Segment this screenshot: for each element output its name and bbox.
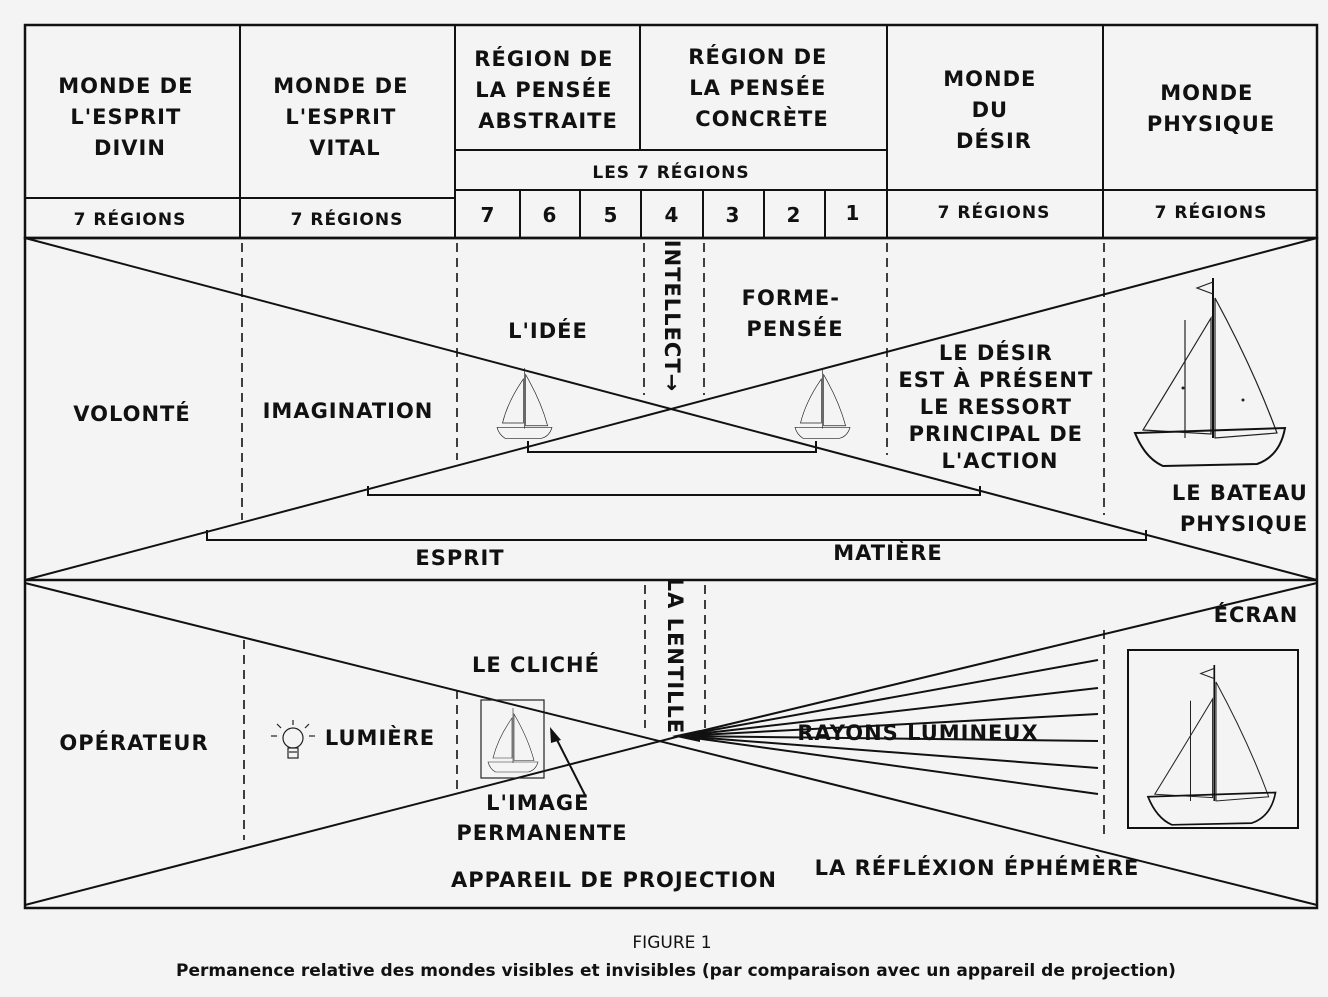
region-number-dividers [519,190,826,238]
label-esprit: ESPRIT [415,546,504,570]
label-intellect: INTELLECT→ [660,240,684,393]
slide-ship-icon [487,708,539,773]
upper-diagonal-b [24,237,1318,581]
header-col4-text: RÉGION DE LA PENSÉE CONCRÈTE [688,44,835,131]
label-reflexion: LA RÉFLÉXION ÉPHÉMÈRE [815,855,1140,880]
header-col1-text: MONDE DE L'ESPRIT DIVIN [58,74,202,160]
label-matiere: MATIÈRE [833,540,943,565]
upper-dashed-separators [241,243,1105,520]
label-lumiere: LUMIÈRE [325,725,435,750]
image-arrow [550,727,586,796]
label-cliche: LE CLICHÉ [472,652,600,677]
label-forme-pensee: FORME- PENSÉE [742,286,849,341]
label-rayons-lumineux: RAYONS LUMINEUX [797,721,1038,745]
label-bateau-physique: LE BATEAU PHYSIQUE [1172,481,1316,536]
header-col2-text: MONDE DE L'ESPRIT VITAL [273,74,417,160]
label-appareil: APPAREIL DE PROJECTION [451,868,777,892]
regions-label-col1: 7 RÉGIONS [74,208,187,230]
header-col5-text: MONDE DU DÉSIR [943,67,1044,153]
label-imagination: IMAGINATION [263,399,434,423]
header-col3-text: RÉGION DE LA PENSÉE ABSTRAITE [474,46,621,133]
label-ecran: ÉCRAN [1214,602,1299,627]
label-lentille: LA LENTILLE [663,578,687,735]
regions-label-col6: 7 RÉGIONS [1155,201,1268,223]
header-col6-text: MONDE PHYSIQUE [1147,81,1275,136]
region-number-2: 2 [787,203,802,227]
seven-regions-band: LES 7 RÉGIONS [592,161,749,183]
region-number-4: 4 [665,203,680,227]
lower-dashed-separators [243,585,1105,840]
lower-diagonal-c [679,582,1318,737]
region-number-3: 3 [726,203,741,227]
regions-label-col5: 7 RÉGIONS [938,201,1051,223]
physical-boat-icon [1133,278,1287,468]
light-rays [672,659,1099,795]
label-operateur: OPÉRATEUR [59,730,208,755]
slide-frame [480,699,545,779]
screen-ship-icon [1146,665,1277,826]
figure-caption: Permanence relative des mondes visibles … [176,961,1176,981]
label-desir: LE DÉSIR EST À PRÉSENT LE RESSORT PRINCI… [898,340,1101,473]
label-idee: L'IDÉE [508,318,588,343]
small-ship-forme-icon [794,368,851,439]
small-ship-idea-icon [496,368,553,439]
esprit-matiere-brackets [206,441,1147,541]
region-number-5: 5 [604,203,619,227]
figure-number: FIGURE 1 [632,933,711,953]
region-number-1: 1 [846,201,861,225]
region-number-7: 7 [481,203,496,227]
screen-frame [1127,649,1299,829]
lower-diagonal-a [24,582,1318,906]
light-bulb-icon [271,720,315,759]
regions-label-col2: 7 RÉGIONS [291,208,404,230]
label-image-permanente: L'IMAGE PERMANENTE [456,791,627,845]
region-numbers: 7 6 5 4 3 2 1 [481,201,861,227]
lower-diagonal-b [24,735,681,906]
region-number-6: 6 [543,203,558,227]
body-frame [23,236,1319,910]
label-volonte: VOLONTÉ [73,401,190,426]
